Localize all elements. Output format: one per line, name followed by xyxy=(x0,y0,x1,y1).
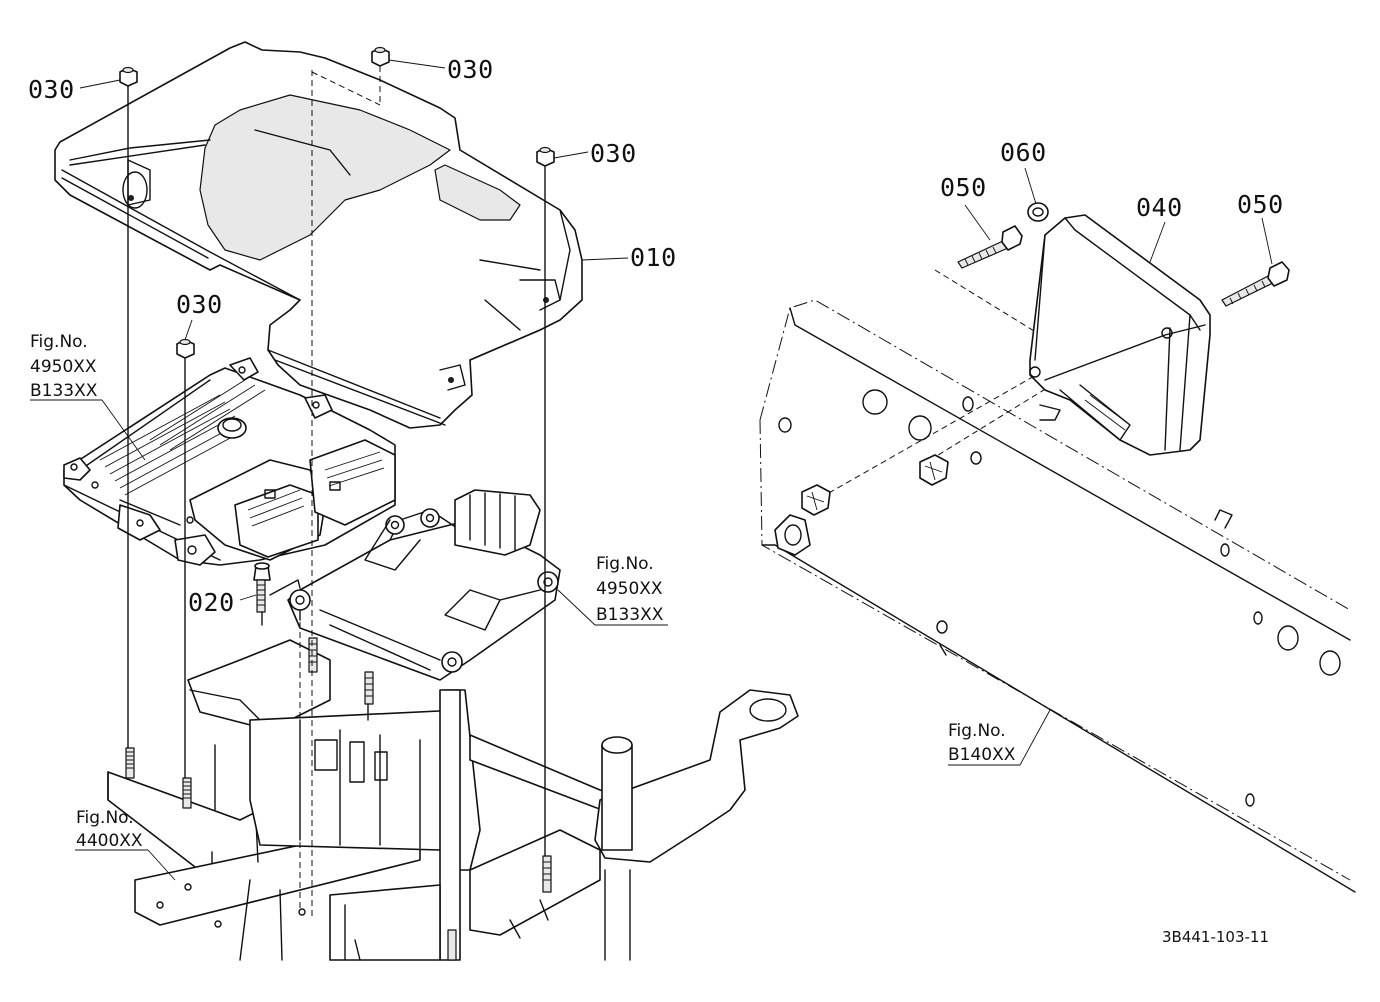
nuts-030 xyxy=(119,46,555,359)
label-030-right: 030 xyxy=(590,139,637,168)
svg-text:4950XX: 4950XX xyxy=(596,579,663,599)
figref-panel: Fig.No. B140XX xyxy=(948,721,1016,765)
svg-text:B133XX: B133XX xyxy=(30,381,98,401)
drawing-code: 3B441-103-11 xyxy=(1162,928,1269,946)
svg-text:B140XX: B140XX xyxy=(948,745,1016,765)
svg-text:B133XX: B133XX xyxy=(596,605,664,625)
figref-ecu-right: Fig.No. 4950XX B133XX xyxy=(596,554,664,625)
label-030-topleft: 030 xyxy=(28,75,75,104)
svg-text:Fig.No.: Fig.No. xyxy=(30,332,88,352)
nut-030-a xyxy=(119,66,138,87)
ecu-cover xyxy=(54,41,583,429)
side-panel xyxy=(759,269,1356,893)
studs xyxy=(125,637,552,961)
bolt-050-right xyxy=(1221,261,1290,307)
lower-frame xyxy=(107,637,799,961)
washer-060 xyxy=(1027,202,1049,222)
figref-ecu-left: Fig.No. 4950XX B133XX xyxy=(30,332,98,401)
svg-text:Fig.No.: Fig.No. xyxy=(948,721,1006,741)
label-050-right: 050 xyxy=(1237,190,1284,219)
label-050-left: 050 xyxy=(940,173,987,202)
label-030-mid: 030 xyxy=(176,290,223,319)
ecu-bracket xyxy=(287,489,561,681)
box-040 xyxy=(1029,214,1211,456)
svg-text:Fig.No.: Fig.No. xyxy=(76,808,134,828)
assembly-lines-left xyxy=(127,66,546,920)
label-010: 010 xyxy=(630,243,677,272)
label-020: 020 xyxy=(188,588,235,617)
nut-030-b xyxy=(371,46,390,67)
figref-frame: Fig.No. 4400XX xyxy=(76,808,143,851)
part-labels: 030 030 030 010 030 020 060 050 040 050 xyxy=(28,55,1284,617)
svg-text:4950XX: 4950XX xyxy=(30,357,97,377)
leader-lines xyxy=(30,59,1273,881)
label-040: 040 xyxy=(1136,193,1183,222)
label-030-topcenter: 030 xyxy=(447,55,494,84)
svg-text:Fig.No.: Fig.No. xyxy=(596,554,654,574)
nut-030-d xyxy=(176,338,195,359)
svg-text:4400XX: 4400XX xyxy=(76,831,143,851)
figure-references: Fig.No. 4950XX B133XX Fig.No. 4950XX B13… xyxy=(30,332,1016,851)
nut-030-c xyxy=(536,146,555,167)
bolt-020 xyxy=(253,562,271,613)
bolt-050-left xyxy=(957,225,1023,269)
label-060: 060 xyxy=(1000,138,1047,167)
